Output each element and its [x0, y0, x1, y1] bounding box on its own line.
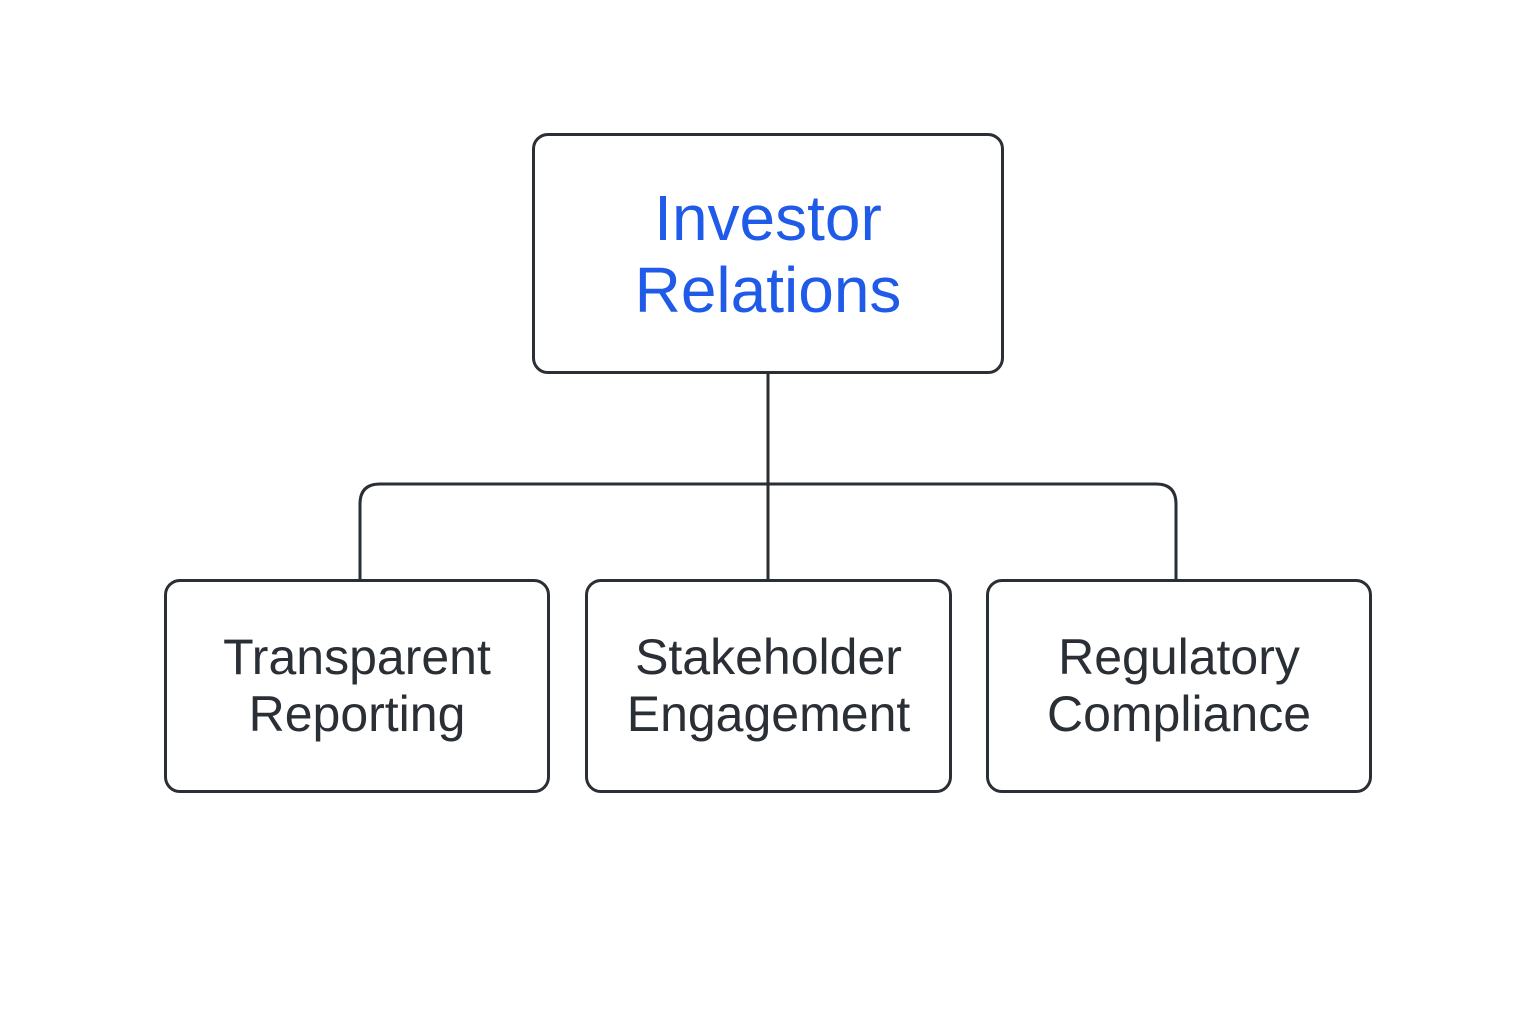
child-1-label-line-2: Reporting [248, 686, 466, 742]
root-node-investor-relations: Investor Relations [532, 133, 1004, 374]
child-3-label-line-2: Compliance [1046, 686, 1311, 742]
child-node-regulatory-compliance: Regulatory Compliance [986, 579, 1372, 793]
root-label-line-1: Investor [654, 181, 882, 254]
child-2-label-line-1: Stakeholder [635, 629, 902, 685]
connector-bus-right [768, 482, 1178, 579]
child-2-label-line-2: Engagement [626, 686, 911, 742]
child-3-label-line-1: Regulatory [1058, 629, 1300, 685]
root-label-line-2: Relations [634, 253, 902, 326]
child-node-transparent-reporting: Transparent Reporting [164, 579, 550, 793]
child-node-stakeholder-engagement: Stakeholder Engagement [585, 579, 952, 793]
child-1-label-line-1: Transparent [223, 629, 491, 685]
connector-bus-left [358, 482, 768, 579]
